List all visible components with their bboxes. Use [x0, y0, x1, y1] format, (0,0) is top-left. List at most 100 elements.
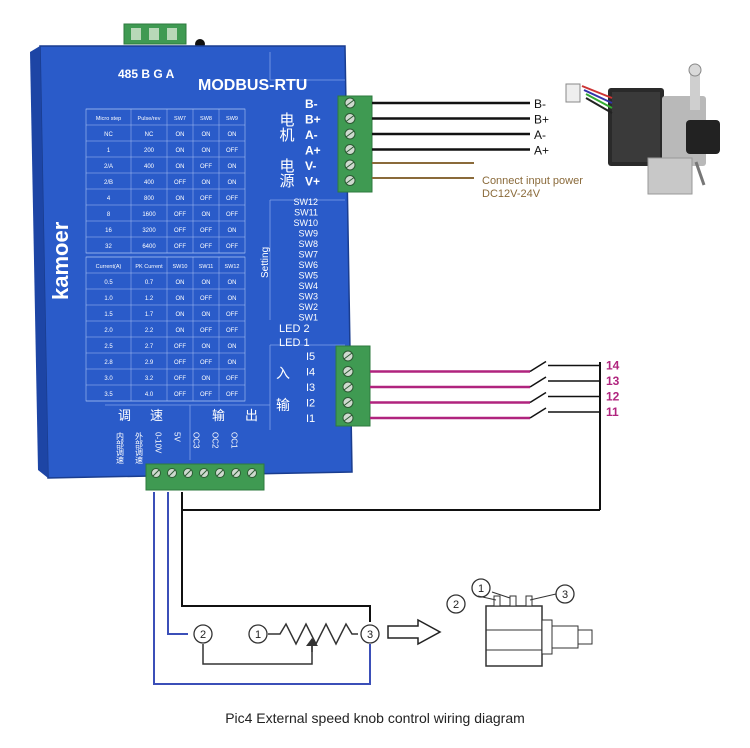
current-cell: OFF — [174, 344, 186, 350]
microstep-cell: ON — [176, 164, 185, 170]
current-cell: 1.7 — [145, 312, 154, 318]
input-terminal — [335, 345, 371, 427]
pump-motor-image — [565, 63, 720, 195]
power-group-label: 电源 — [278, 158, 295, 188]
rs485-port-label: 485 B G A — [118, 67, 175, 81]
output-group-label-2: 出 — [245, 408, 258, 423]
led-label: LED 1 — [279, 337, 310, 349]
motor-group-label: 电机 — [278, 112, 295, 143]
microstep-header: SW7 — [174, 116, 186, 122]
input-wire-label: 13 — [606, 374, 620, 388]
protocol-label: MODBUS-RTU — [198, 77, 307, 94]
bottom-pin-label: OC2 — [211, 432, 220, 449]
microstep-cell: OFF — [174, 212, 186, 218]
microstep-cell: 1 — [107, 148, 111, 154]
current-cell: ON — [176, 296, 185, 302]
current-cell: 4.0 — [145, 392, 154, 398]
current-cell: ON — [228, 344, 237, 350]
microstep-cell: 200 — [144, 148, 155, 154]
power-wires — [372, 162, 474, 179]
microstep-cell: OFF — [174, 180, 186, 186]
knob-pin-number: 2 — [453, 599, 459, 611]
current-cell: OFF — [200, 296, 212, 302]
switch-label: SW2 — [298, 302, 318, 312]
knob-pin-number: 1 — [255, 629, 261, 641]
speed-group-label-2: 速 — [150, 408, 163, 423]
current-cell: OFF — [174, 392, 186, 398]
microstep-cell: ON — [228, 228, 237, 234]
current-cell: OFF — [226, 312, 238, 318]
input-group-label-1: 入 — [276, 365, 290, 381]
switch-label: SW4 — [298, 281, 318, 291]
motor-wire-label: B+ — [534, 113, 549, 127]
bottom-pin-label: 内部调速 — [116, 431, 125, 465]
microstep-cell: ON — [202, 148, 211, 154]
switch-label: SW1 — [298, 313, 318, 323]
input-pin-label: I5 — [306, 351, 315, 363]
microstep-cell: OFF — [200, 164, 212, 170]
microstep-header: Micro step — [96, 116, 121, 122]
microstep-header: SW9 — [226, 116, 238, 122]
current-cell: ON — [202, 344, 211, 350]
knob-pin-marker — [446, 594, 466, 614]
motor-wires: B-B+A-A+ — [372, 97, 549, 158]
current-cell: 2.9 — [145, 360, 154, 366]
current-cell: OFF — [200, 328, 212, 334]
microstep-cell: ON — [176, 132, 185, 138]
microstep-cell: ON — [228, 164, 237, 170]
current-cell: 2.2 — [145, 328, 154, 334]
current-cell: 1.2 — [145, 296, 154, 302]
current-cell: ON — [228, 360, 237, 366]
switch-label: SW6 — [298, 260, 318, 270]
microstep-cell: OFF — [174, 244, 186, 250]
current-cell: ON — [202, 312, 211, 318]
driver-board — [30, 45, 353, 479]
current-cell: ON — [228, 280, 237, 286]
current-header: Current(A) — [96, 264, 122, 270]
output-group-label-1: 输 — [212, 408, 225, 423]
terminal-pin-label: B- — [305, 97, 318, 111]
knob-wires — [153, 492, 371, 685]
switch-label: SW9 — [298, 229, 318, 239]
current-cell: OFF — [200, 392, 212, 398]
current-cell: 2.0 — [104, 328, 113, 334]
current-cell: OFF — [174, 376, 186, 382]
knob-pin-marker — [360, 624, 380, 644]
setting-label: Setting — [260, 247, 271, 278]
switch-label: SW5 — [298, 271, 318, 281]
current-cell: 0.5 — [104, 280, 113, 286]
microstep-cell: 16 — [105, 228, 112, 234]
bottom-pin-label: 5V — [173, 432, 182, 442]
brand-logo: kamoer — [48, 221, 73, 300]
microstep-cell: OFF — [226, 212, 238, 218]
current-cell: 1.0 — [104, 296, 113, 302]
current-cell: 3.5 — [104, 392, 113, 398]
current-header: SW10 — [173, 264, 188, 270]
power-note-line1: Connect input power — [482, 175, 583, 187]
microstep-cell: 400 — [144, 164, 155, 170]
microstep-cell: 32 — [105, 244, 112, 250]
microstep-cell: OFF — [200, 228, 212, 234]
knob-pin-marker — [248, 624, 268, 644]
microstep-cell: ON — [176, 148, 185, 154]
microstep-cell: OFF — [174, 228, 186, 234]
microstep-cell: ON — [228, 132, 237, 138]
current-cell: 2.7 — [145, 344, 154, 350]
motor-pin-labels: B-B+A-A+V-V+ — [305, 97, 321, 189]
bottom-terminal — [145, 463, 265, 491]
microstep-cell: OFF — [226, 196, 238, 202]
motor-wire-label: A- — [534, 128, 546, 142]
microstep-cell: OFF — [200, 196, 212, 202]
microstep-cell: 800 — [144, 196, 155, 202]
knob-pin-number: 3 — [562, 589, 568, 601]
input-group-label-2: 输 — [276, 397, 290, 413]
current-header: SW11 — [199, 264, 214, 270]
bottom-pin-label: 外部调速 — [135, 431, 144, 465]
switch-label: SW7 — [298, 250, 318, 260]
microstep-cell: ON — [202, 132, 211, 138]
